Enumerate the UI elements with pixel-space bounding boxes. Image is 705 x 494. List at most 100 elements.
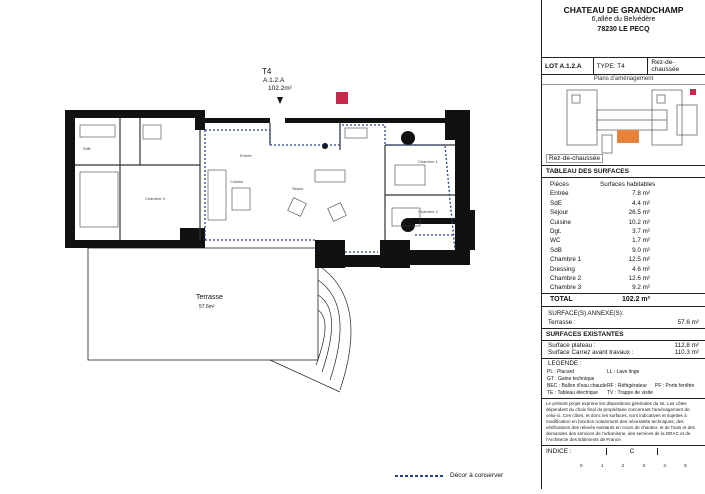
surface-row-name: SdE: [550, 199, 562, 207]
surface-row: Cuisine 10.2 m²: [542, 218, 705, 227]
scale-tick: 2: [621, 462, 625, 468]
room-label-sejour: Séjour: [292, 186, 304, 191]
surface-row-value: 3.7 m²: [632, 227, 650, 235]
surface-row-value: 12.6 m²: [628, 274, 650, 282]
terrasse-label: Terrasse: [196, 294, 223, 301]
plateau-label: Surface plateau :: [548, 341, 596, 349]
surface-row-value: 9.2 m²: [632, 284, 650, 292]
decor-legend-label: Décor à conserver: [450, 472, 504, 479]
lot-marker-area: 102.2m²: [268, 85, 292, 92]
type-label: TYPE: T4: [594, 58, 649, 74]
terrasse-area: 57.6m²: [199, 304, 215, 310]
legend-bec: BEC : Ballon d'eau chaude: [547, 382, 607, 389]
surfaces-title: TABLEAU DES SURFACES: [542, 166, 705, 178]
carrez-value: 110.3 m²: [674, 348, 699, 356]
surface-row-name: Dgt.: [550, 227, 562, 235]
existantes-title: SURFACES EXISTANTES: [542, 327, 705, 341]
surface-row-value: 10.2 m²: [628, 218, 650, 226]
plateau-value: 112.8 m²: [674, 341, 699, 349]
surface-row-name: SdB: [550, 246, 562, 254]
surface-row-value: 12.5 m²: [628, 256, 650, 264]
project-address-1: 6,allée du Belvédère: [591, 16, 656, 23]
location-marker: [336, 92, 348, 104]
floor-plan-drawing: Entrée Séjour Cuisine Chambre 1 Chambre …: [65, 92, 475, 393]
legend-ll: LL : Lave linge: [607, 368, 640, 375]
total-value: 102.2 m²: [621, 295, 650, 303]
legend-tv: TV : Trappe de visite: [607, 389, 653, 396]
project-address-2: 78230 LE PECQ: [597, 26, 650, 33]
surface-row-name: WC: [550, 237, 561, 245]
plateau-row: Surface plateau : 112.8 m²: [542, 341, 705, 349]
surface-row-name: Entrée: [550, 190, 569, 198]
surface-row-name: Séjour: [550, 209, 569, 217]
surface-row: Chambre 2 12.6 m²: [542, 274, 705, 283]
decor-dashed-lines: [204, 124, 456, 253]
title-block: CHATEAU DE GRANDCHAMP 6,allée du Belvédè…: [541, 0, 705, 489]
surface-row-name: Cuisine: [550, 218, 571, 226]
surface-row-value: 1.7 m²: [632, 237, 650, 245]
indice-value: C: [606, 448, 658, 456]
furniture: [79, 124, 426, 228]
surface-row-name: Chambre 1: [550, 256, 582, 264]
scale-tick: 1: [600, 462, 604, 468]
terrasse-stairs: [269, 264, 352, 393]
legend-te: TE : Tableau électrique: [547, 389, 599, 396]
surface-row: SdB 9.0 m²: [542, 246, 705, 255]
total-label: TOTAL: [550, 295, 573, 303]
surface-row: WC 1.7 m²: [542, 236, 705, 245]
room-label-entree: Entrée: [240, 153, 253, 158]
surface-row: Chambre 3 9.2 m²: [542, 283, 705, 292]
carrez-label: Surface Carrez avant travaux :: [548, 348, 634, 356]
indice-label: INDICE :: [546, 448, 572, 456]
terrasse-row-value: 57.6 m²: [677, 318, 699, 326]
room-label-chambre1: Chambre 1: [418, 159, 439, 164]
surface-row: Entrée 7.8 m²: [542, 189, 705, 198]
walls: [65, 110, 475, 268]
key-map-marker: [690, 89, 696, 95]
disclaimer-note: Le présent projet exprime les dispositio…: [542, 397, 705, 445]
scale-tick: 3: [642, 462, 645, 468]
decor-legend-swatch: [395, 475, 443, 477]
legend-pl: PL : Placard: [547, 368, 575, 375]
level-label: Rez-de-chaussée: [651, 59, 680, 73]
project-title: CHATEAU DE GRANDCHAMP: [563, 5, 684, 15]
surface-row: Dgt. 3.7 m²: [542, 227, 705, 236]
key-map-label: Rez-de-chaussée: [546, 154, 603, 163]
surface-row-name: Dressing: [550, 265, 575, 273]
lot-marker-title: T4: [262, 67, 272, 76]
key-map-drawing: [566, 89, 698, 154]
floor-plan: Entrée Séjour Cuisine Chambre 1 Chambre …: [65, 67, 504, 479]
terrasse-row-label: Terrasse :: [548, 318, 576, 326]
lot-row: LOT A.1.2.A TYPE: T4 Rez-de-chaussée: [542, 58, 705, 75]
carrez-row: Surface Carrez avant travaux : 110.3 m²: [542, 349, 705, 358]
scale-tick: 0: [580, 462, 583, 468]
legende-title: LEGENDE :: [542, 357, 705, 368]
surface-row-name: Chambre 3: [550, 284, 582, 292]
surface-row-name: Chambre 2: [550, 274, 582, 282]
interior-walls: [75, 118, 455, 240]
scale-tick: 4: [663, 462, 666, 468]
surface-row-value: 26.5 m²: [628, 209, 650, 217]
surface-row: Chambre 1 12.5 m²: [542, 255, 705, 264]
surface-row-value: 9.0 m²: [632, 246, 650, 254]
surface-row: Dressing 4.6 m²: [542, 265, 705, 274]
key-map: Rez-de-chaussée: [542, 85, 705, 166]
room-label-chambre2: Chambre 2: [418, 209, 439, 214]
key-map-highlight: [617, 130, 639, 143]
indice-row: INDICE : C: [542, 444, 705, 458]
lot-marker-code: A.1.2.A: [263, 77, 285, 84]
legend-rf: RF : Réfrigérateur: [607, 382, 648, 389]
surfaces-header-row: Pièces Surfaces habitables: [542, 180, 705, 189]
surface-row-value: 7.8 m²: [632, 190, 650, 198]
surface-row-value: 4.6 m²: [632, 265, 650, 273]
project-header: CHATEAU DE GRANDCHAMP 6,allée du Belvédè…: [542, 0, 705, 58]
legend-pf: PF : Porte fenêtre: [655, 382, 695, 389]
room-label-sdb: SdB: [83, 146, 91, 151]
scale-bar: 0 1 2 3 4 5: [542, 458, 705, 468]
surface-row: Séjour 26.5 m²: [542, 208, 705, 217]
scale-tick: 5: [684, 462, 687, 468]
col-pieces: Pièces: [550, 181, 569, 188]
